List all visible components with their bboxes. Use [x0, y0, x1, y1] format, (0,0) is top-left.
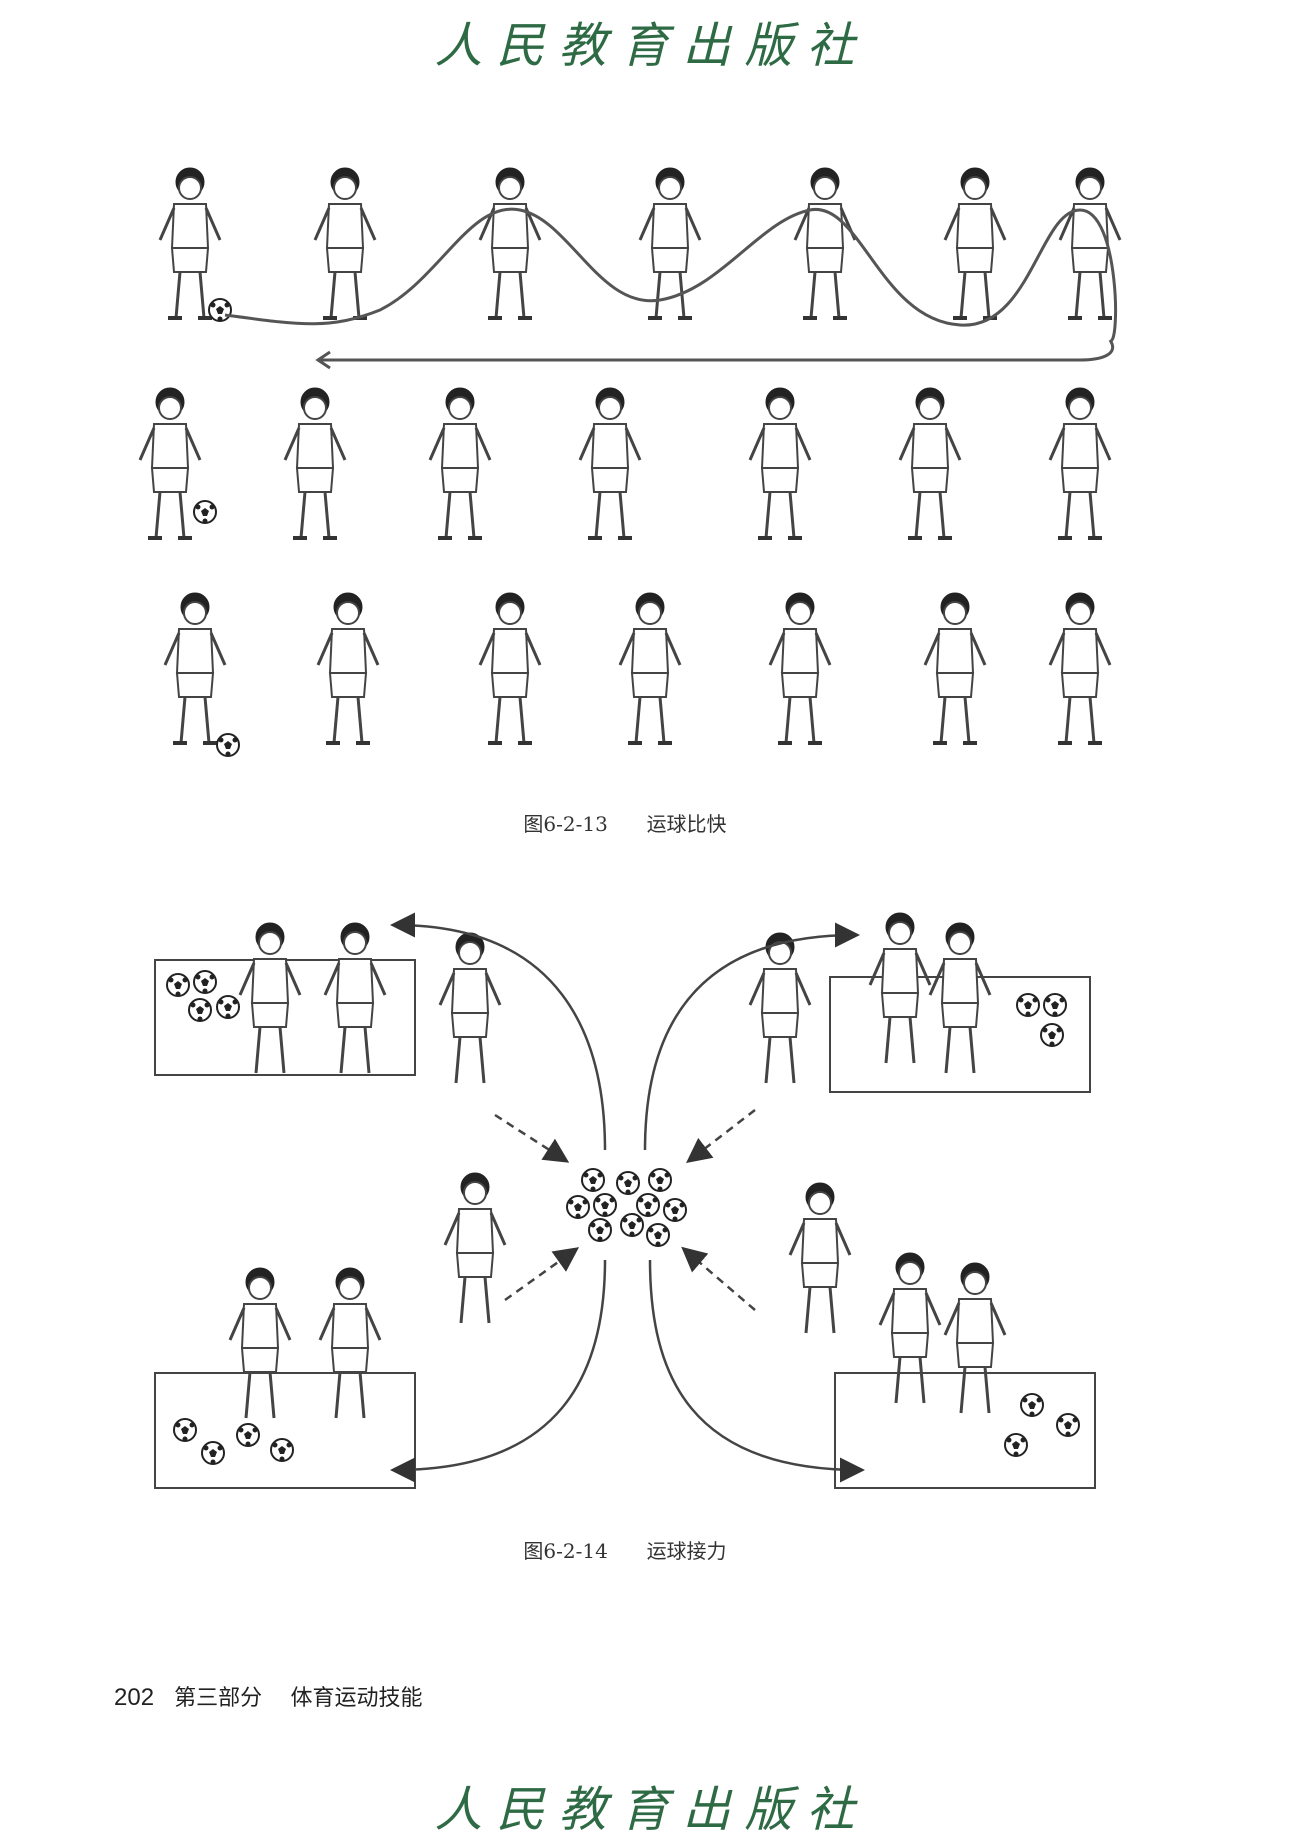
figure-dribble-race — [0, 150, 1303, 790]
publisher-logo-top: 人民教育出版社 — [0, 6, 1303, 76]
zone-bottom-left — [154, 1372, 416, 1489]
footer-part: 第三部分 — [174, 1685, 263, 1710]
figure-caption-6-2-14: 图6-2-14 运球接力 — [0, 1535, 1250, 1564]
row-2 — [138, 386, 1112, 540]
publisher-logo-text: 人民教育出版社 — [434, 18, 869, 74]
page-number: 202 — [114, 1684, 155, 1711]
row-1 — [158, 166, 1122, 370]
dribble-relay-illustration — [154, 911, 1096, 1489]
page-footer: 202 第三部分 体育运动技能 — [114, 1680, 422, 1712]
figure-number: 图6-2-14 — [523, 1539, 608, 1563]
publisher-logo-text: 人民教育出版社 — [434, 1782, 869, 1838]
dribble-race-illustration — [138, 166, 1122, 758]
figure-title: 运球比快 — [646, 812, 727, 836]
figure-number: 图6-2-13 — [523, 812, 608, 836]
dribble-path — [224, 207, 1118, 342]
figure-dribble-relay — [0, 905, 1303, 1505]
publisher-logo-bottom: 人民教育出版社 — [0, 1770, 1303, 1840]
zone-bottom-right — [834, 1372, 1096, 1489]
ball-pile — [566, 1168, 687, 1248]
row-3 — [163, 591, 1112, 758]
figure-title: 运球接力 — [646, 1539, 727, 1563]
footer-section: 体育运动技能 — [290, 1685, 423, 1710]
figure-caption-6-2-13: 图6-2-13 运球比快 — [0, 808, 1250, 837]
